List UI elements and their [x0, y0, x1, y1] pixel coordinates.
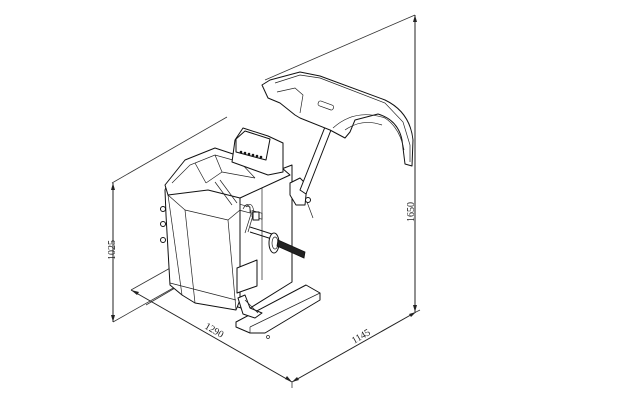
keypad-buttons: [239, 150, 263, 159]
body-front: [160, 171, 241, 311]
threaded-shaft: [276, 239, 306, 259]
wheel-guard-hood: [261, 71, 414, 167]
dimension-line-1290: [130, 289, 293, 383]
hood-handle-slot: [317, 100, 334, 111]
measuring-arm: [242, 204, 260, 234]
balancer-shaft: [249, 226, 306, 259]
display-panel: [231, 127, 284, 220]
dimension-line-1145: [291, 311, 417, 383]
side-knob: [160, 206, 166, 212]
base-plate: [235, 284, 321, 339]
wheel-balancer-machine: [160, 71, 414, 339]
dimension-lines: [111, 14, 421, 388]
hood-support-arm: [299, 126, 332, 195]
dimension-label-1145: 1145: [350, 327, 373, 346]
access-hatch: [236, 259, 258, 294]
dimension-label-1025: 1025: [107, 240, 118, 260]
dimension-label-1650: 1650: [406, 202, 417, 222]
side-knob: [160, 221, 166, 227]
foot-pedal: [237, 294, 263, 319]
side-knob: [160, 237, 166, 243]
